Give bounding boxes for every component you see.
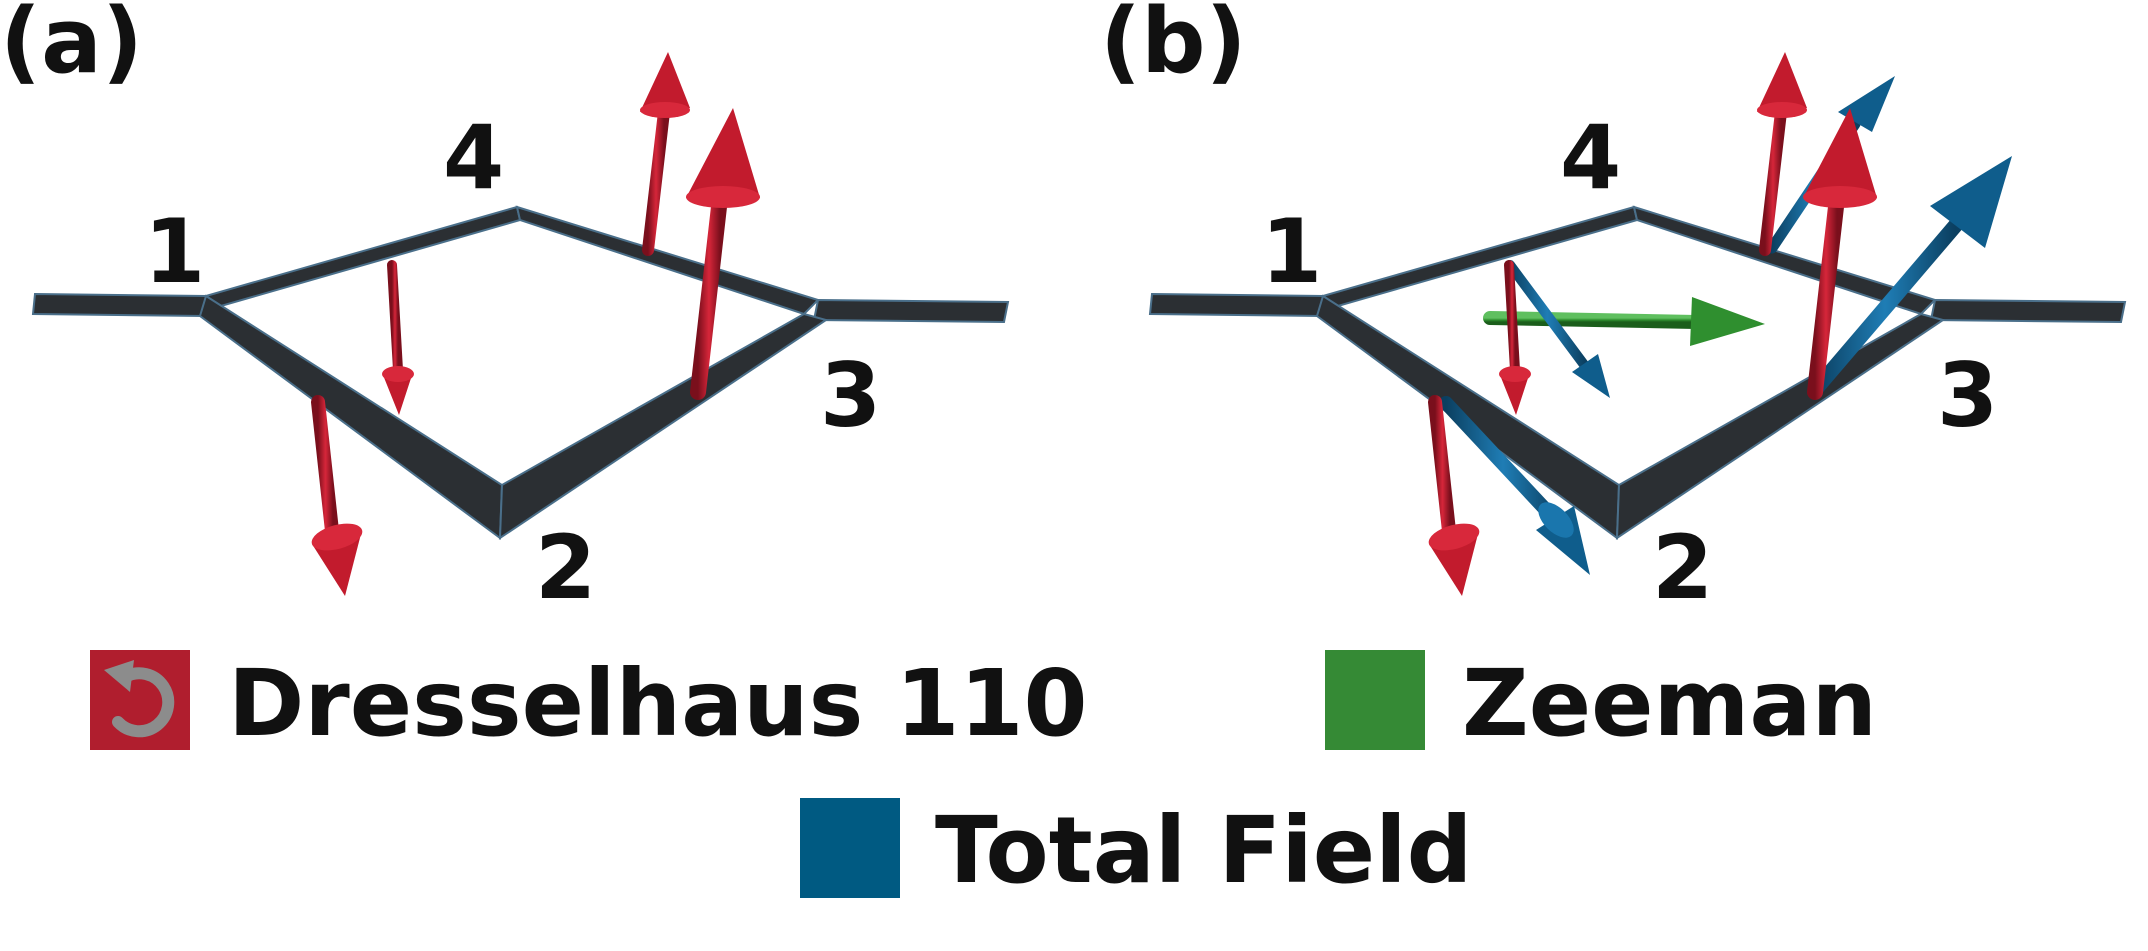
panel-a: (a) 1 2 3 4 [0, 0, 1010, 619]
node-label-3: 3 [1937, 344, 1998, 447]
legend-item-zeeman: Zeeman [1325, 650, 1877, 757]
node-label-1: 1 [1261, 200, 1322, 303]
node-label-4: 4 [1560, 106, 1621, 209]
legend-item-total-field: Total Field [800, 797, 1473, 904]
dresselhaus-arrow-a2 [382, 260, 414, 415]
panel-b: (b) 1 2 3 4 [1100, 0, 2127, 619]
total-field-arrow-b4 [1807, 156, 2012, 398]
zeeman-arrow [1483, 297, 1765, 346]
legend-label-zeeman: Zeeman [1462, 650, 1877, 757]
ring-arm-1-2 [198, 294, 504, 540]
ring-arm-1-4 [204, 205, 522, 310]
dresselhaus-arrow-b4 [1803, 108, 1877, 400]
node-label-1: 1 [144, 200, 205, 303]
dresselhaus-arrow-b3 [1757, 52, 1807, 256]
total-field-swatch [800, 798, 900, 898]
node-label-2: 2 [535, 516, 596, 619]
ring-arm-2-3 [1615, 312, 1946, 540]
panel-b-label: (b) [1100, 0, 1247, 94]
total-field-arrow-b1 [1439, 396, 1590, 575]
lead-right [812, 298, 1010, 324]
dresselhaus-arrow-a4 [686, 108, 760, 400]
legend-label-total-field: Total Field [935, 797, 1473, 904]
dresselhaus-arrow-a1 [311, 395, 363, 596]
total-field-arrow-b2 [1505, 260, 1610, 398]
legend-label-dresselhaus: Dresselhaus 110 [228, 650, 1088, 757]
dresselhaus-arrow-a3 [640, 52, 690, 256]
node-label-3: 3 [820, 344, 881, 447]
legend-item-dresselhaus: Dresselhaus 110 [90, 650, 1088, 757]
ring-arm-2-3 [498, 312, 829, 540]
ring-arm-4-3 [515, 205, 820, 316]
zeeman-swatch [1325, 650, 1425, 750]
node-label-4: 4 [443, 106, 504, 209]
legend: Dresselhaus 110 Zeeman Total Field [90, 650, 1877, 904]
lead-right [1929, 298, 2127, 324]
dresselhaus-arrow-b1 [1428, 395, 1480, 596]
node-label-2: 2 [1652, 516, 1713, 619]
ring-arm-1-4 [1321, 205, 1639, 310]
rotation-arrow-icon [104, 660, 175, 738]
panel-a-label: (a) [0, 0, 143, 94]
dresselhaus-arrow-b2 [1499, 260, 1531, 415]
